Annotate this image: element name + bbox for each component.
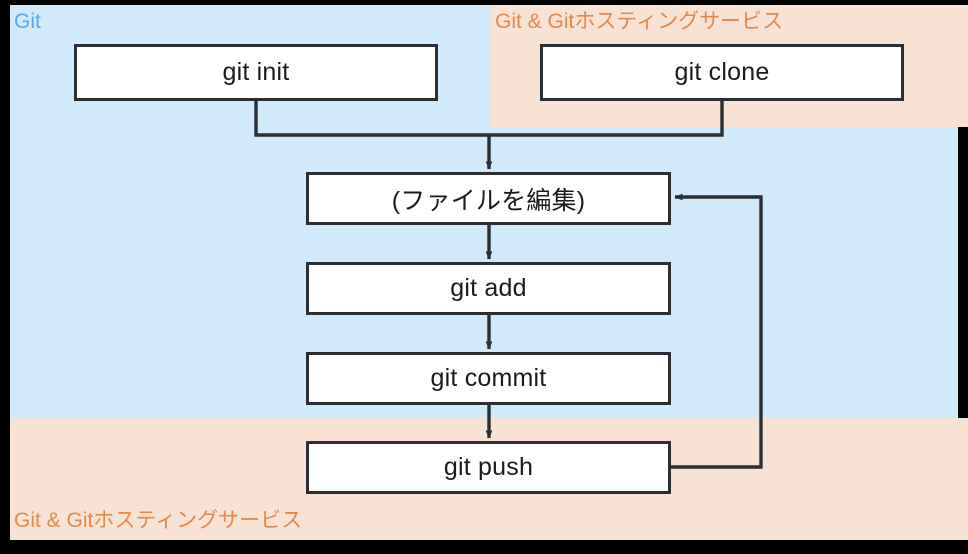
zone-label-git-hosting-bottom: Git & Gitホスティングサービス (14, 509, 303, 532)
node-git-init[interactable]: git init (74, 44, 438, 101)
node-git-commit[interactable]: git commit (306, 352, 671, 405)
node-edit-file[interactable]: (ファイルを編集) (306, 172, 671, 225)
zone-label-git: Git (14, 10, 41, 33)
zone-label-git-hosting-top: Git & Gitホスティングサービス (495, 10, 784, 33)
node-git-push[interactable]: git push (306, 441, 671, 494)
node-git-add[interactable]: git add (306, 262, 671, 315)
node-git-clone[interactable]: git clone (540, 44, 904, 101)
